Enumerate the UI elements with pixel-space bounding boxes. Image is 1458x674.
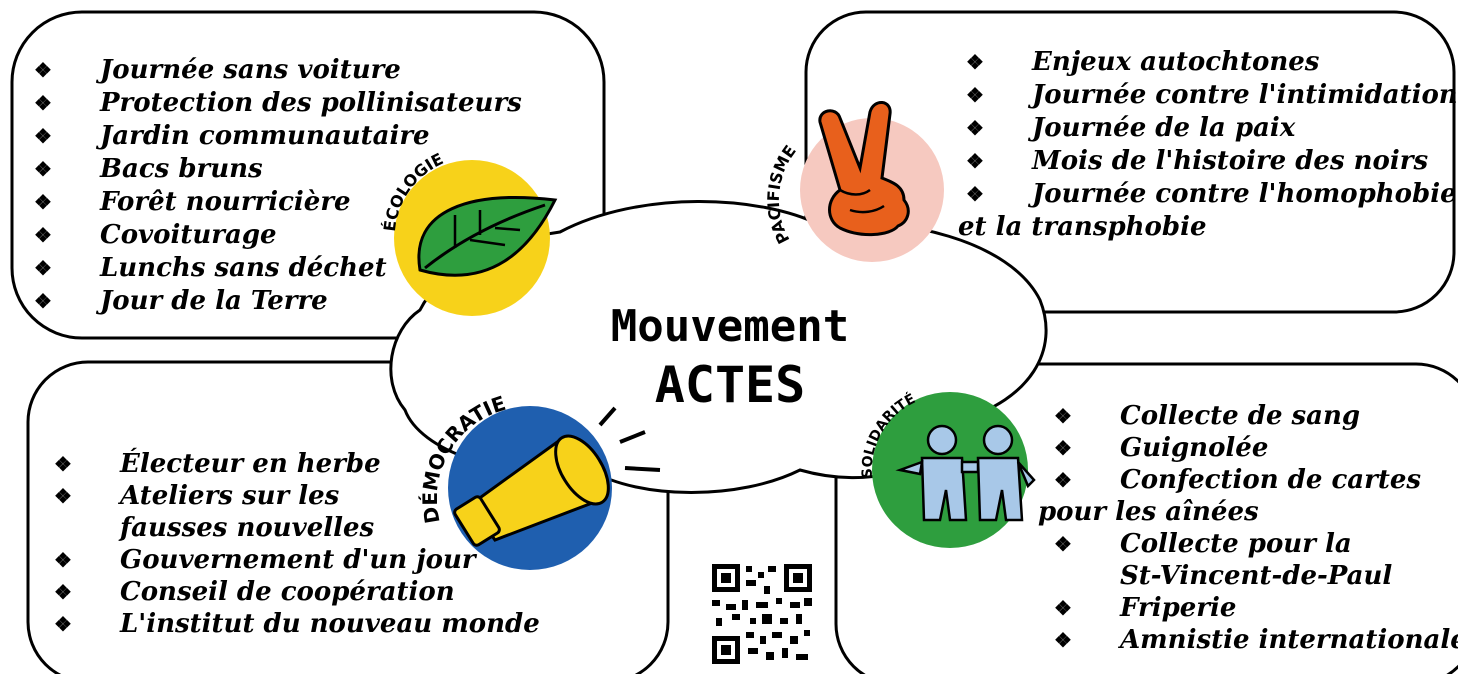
main-title: Mouvement ACTES xyxy=(560,298,900,414)
list-item: ❖Lunchs sans déchet xyxy=(34,253,387,283)
bullet-icon: ❖ xyxy=(1054,596,1072,620)
solidarite-list: ❖Collecte de sang ❖Guignolée ❖Confection… xyxy=(1038,400,1458,656)
title-line-2: ACTES xyxy=(654,356,806,414)
list-item: ❖Ateliers sur les xyxy=(54,481,340,511)
list-item: ❖Journée sans voiture xyxy=(34,55,401,85)
bullet-icon: ❖ xyxy=(1054,628,1072,652)
bullet-icon: ❖ xyxy=(34,256,52,280)
bullet-icon: ❖ xyxy=(1054,404,1072,428)
list-item: ❖Collecte de sang xyxy=(1054,401,1361,431)
bullet-icon: ❖ xyxy=(34,190,52,214)
bullet-icon: ❖ xyxy=(1054,468,1072,492)
people-icon xyxy=(895,424,1036,522)
bullet-icon: ❖ xyxy=(34,223,52,247)
list-item-continuation: et la transphobie xyxy=(958,212,1207,242)
bullet-icon: ❖ xyxy=(34,124,52,148)
list-item: ❖Protection des pollinisateurs xyxy=(34,88,522,118)
bullet-icon: ❖ xyxy=(966,182,984,206)
bullet-icon: ❖ xyxy=(966,149,984,173)
list-item: ❖Amnistie internationale xyxy=(1054,625,1458,655)
list-item: ❖Guignolée xyxy=(1054,433,1269,463)
title-line-1: Mouvement xyxy=(610,301,850,352)
megaphone-icon xyxy=(453,406,661,547)
bullet-icon: ❖ xyxy=(54,548,72,572)
leaf-icon xyxy=(417,196,558,277)
list-item: ❖Électeur en herbe xyxy=(54,449,381,479)
pacifisme-list: ❖Enjeux autochtones ❖Journée contre l'in… xyxy=(958,46,1458,244)
list-item: ❖Journée contre l'intimidation xyxy=(966,80,1458,110)
list-item: ❖Jour de la Terre xyxy=(34,286,328,316)
list-item: ❖Friperie xyxy=(1054,593,1237,623)
list-item-continuation: St-Vincent-de-Paul xyxy=(1120,561,1393,591)
ecologie-list: ❖Journée sans voiture ❖Protection des po… xyxy=(34,54,522,318)
list-item: ❖Journée contre l'homophobie xyxy=(966,179,1457,209)
list-item: ❖Bacs bruns xyxy=(34,154,263,184)
list-item: ❖Enjeux autochtones xyxy=(966,47,1320,77)
bullet-icon: ❖ xyxy=(34,289,52,313)
list-item-continuation: fausses nouvelles xyxy=(120,513,375,543)
list-item: ❖Conseil de coopération xyxy=(54,577,455,607)
bullet-icon: ❖ xyxy=(54,580,72,604)
democratie-list: ❖Électeur en herbe ❖Ateliers sur les fau… xyxy=(54,448,540,640)
bullet-icon: ❖ xyxy=(966,50,984,74)
list-item: ❖Mois de l'histoire des noirs xyxy=(966,146,1429,176)
bullet-icon: ❖ xyxy=(54,484,72,508)
bullet-icon: ❖ xyxy=(54,612,72,636)
list-item: ❖Gouvernement d'un jour xyxy=(54,545,476,575)
list-item: ❖Forêt nourricière xyxy=(34,187,351,217)
list-item: ❖L'institut du nouveau monde xyxy=(54,609,540,639)
list-item: ❖Collecte pour la xyxy=(1054,529,1352,559)
bullet-icon: ❖ xyxy=(34,58,52,82)
peace-hand-icon xyxy=(818,101,910,237)
bullet-icon: ❖ xyxy=(54,452,72,476)
bullet-icon: ❖ xyxy=(966,116,984,140)
list-item: ❖Journée de la paix xyxy=(966,113,1296,143)
list-item-continuation: pour les aînées xyxy=(1038,497,1259,527)
bullet-icon: ❖ xyxy=(34,157,52,181)
list-item: ❖Covoiturage xyxy=(34,220,277,250)
bullet-icon: ❖ xyxy=(1054,532,1072,556)
list-item: ❖Confection de cartes xyxy=(1054,465,1422,495)
qr-code xyxy=(712,564,812,664)
bullet-icon: ❖ xyxy=(966,83,984,107)
bullet-icon: ❖ xyxy=(34,91,52,115)
list-item: ❖Jardin communautaire xyxy=(34,121,430,151)
bullet-icon: ❖ xyxy=(1054,436,1072,460)
